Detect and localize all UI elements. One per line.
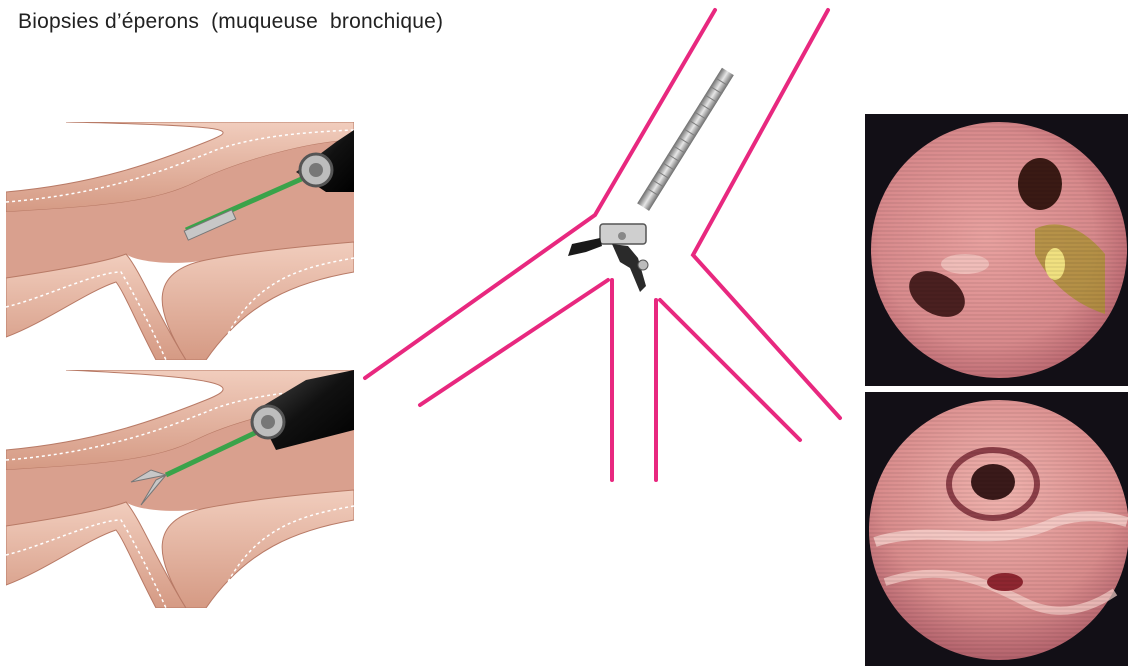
- bronchoscopy-image-icon: [865, 114, 1128, 386]
- carina-biopsy-diagram: [350, 0, 850, 500]
- bronchoscope-closed-forceps-illustration: [6, 122, 354, 360]
- airway-cross-section-icon: [6, 370, 354, 608]
- airway-cross-section-icon: [6, 122, 354, 360]
- bronchoscope-open-forceps-illustration: [6, 370, 354, 608]
- forceps-at-carina-icon: [350, 0, 850, 500]
- endoscopic-view-top: [865, 114, 1128, 386]
- bronchoscopy-image-icon: [865, 392, 1128, 666]
- endoscopic-view-bottom: [865, 392, 1128, 666]
